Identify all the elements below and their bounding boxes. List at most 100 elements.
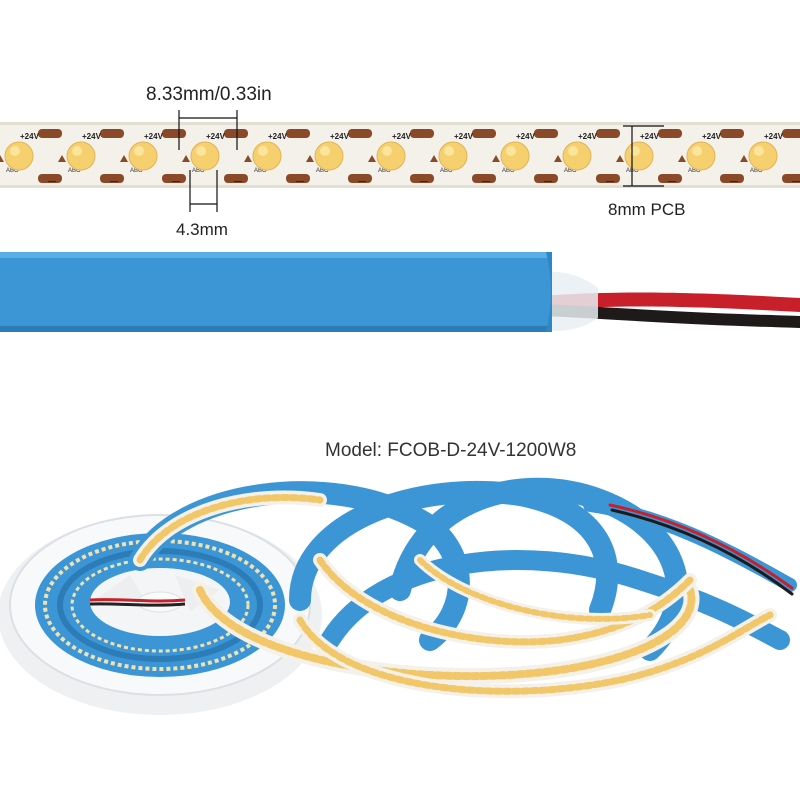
code-marking: ABO bbox=[440, 168, 453, 174]
voltage-marking: +24V bbox=[330, 132, 350, 141]
minus-marking: — bbox=[234, 177, 242, 186]
copper-pad bbox=[658, 129, 682, 138]
led-highlight bbox=[692, 146, 702, 156]
led-chip-icon bbox=[748, 141, 778, 171]
minus-marking: — bbox=[606, 177, 614, 186]
copper-pad bbox=[100, 174, 124, 183]
copper-pad bbox=[472, 174, 496, 183]
led-chip-icon bbox=[4, 141, 34, 171]
copper-pad bbox=[100, 129, 124, 138]
voltage-marking: +24V bbox=[392, 132, 412, 141]
led-highlight bbox=[258, 146, 268, 156]
copper-pad bbox=[410, 174, 434, 183]
led-highlight bbox=[506, 146, 516, 156]
cut-mark-icon bbox=[120, 155, 128, 162]
cut-mark-icon bbox=[58, 155, 66, 162]
copper-pad bbox=[224, 129, 248, 138]
copper-pad bbox=[782, 129, 800, 138]
led-chip-icon bbox=[314, 141, 344, 171]
code-marking: ABO bbox=[130, 168, 143, 174]
led-chip-icon bbox=[624, 141, 654, 171]
cut-mark-icon bbox=[430, 155, 438, 162]
copper-pad bbox=[534, 129, 558, 138]
minus-marking: — bbox=[544, 177, 552, 186]
silicone-sleeve bbox=[0, 252, 552, 332]
led-chip-icon bbox=[438, 141, 468, 171]
led-highlight bbox=[382, 146, 392, 156]
copper-pad bbox=[596, 174, 620, 183]
copper-pad bbox=[720, 174, 744, 183]
coiled-strips bbox=[129, 477, 797, 699]
voltage-marking: +24V bbox=[454, 132, 474, 141]
copper-pad bbox=[38, 129, 62, 138]
led-highlight bbox=[320, 146, 330, 156]
code-marking: ABO bbox=[564, 168, 577, 174]
minus-marking: — bbox=[420, 177, 428, 186]
voltage-marking: +24V bbox=[206, 132, 226, 141]
voltage-marking: +24V bbox=[20, 132, 40, 141]
pitch-label: 8.33mm/0.33in bbox=[146, 84, 272, 105]
voltage-marking: +24V bbox=[268, 132, 288, 141]
minus-marking: — bbox=[296, 177, 304, 186]
cut-mark-icon bbox=[182, 155, 190, 162]
led-highlight bbox=[72, 146, 82, 156]
led-highlight bbox=[196, 146, 206, 156]
copper-pad bbox=[472, 129, 496, 138]
copper-pad bbox=[410, 129, 434, 138]
copper-pad bbox=[286, 129, 310, 138]
voltage-marking: +24V bbox=[516, 132, 536, 141]
copper-pad bbox=[162, 129, 186, 138]
copper-pad bbox=[658, 174, 682, 183]
code-marking: ABO bbox=[6, 168, 19, 174]
led-chip-icon bbox=[66, 141, 96, 171]
wire-black bbox=[540, 304, 800, 328]
minus-marking: — bbox=[358, 177, 366, 186]
led-chip-icon bbox=[500, 141, 530, 171]
copper-pad bbox=[162, 174, 186, 183]
led-highlight bbox=[444, 146, 454, 156]
cut-mark-icon bbox=[244, 155, 252, 162]
cut-mark-icon bbox=[678, 155, 686, 162]
cut-mark-icon bbox=[0, 155, 4, 162]
cut-mark-icon bbox=[306, 155, 314, 162]
code-marking: ABO bbox=[750, 168, 763, 174]
minus-marking: — bbox=[48, 177, 56, 186]
cut-mark-icon bbox=[554, 155, 562, 162]
wire-red bbox=[540, 292, 800, 312]
minus-marking: — bbox=[730, 177, 738, 186]
voltage-marking: +24V bbox=[702, 132, 722, 141]
led-highlight bbox=[134, 146, 144, 156]
led-chip-icon bbox=[562, 141, 592, 171]
minus-marking: — bbox=[172, 177, 180, 186]
code-marking: ABO bbox=[254, 168, 267, 174]
minus-marking: — bbox=[482, 177, 490, 186]
led-chip-icon bbox=[376, 141, 406, 171]
led-highlight bbox=[754, 146, 764, 156]
sleeved-strip bbox=[0, 252, 800, 332]
pitch-dimension bbox=[178, 110, 238, 150]
led-highlight bbox=[10, 146, 20, 156]
voltage-marking: +24V bbox=[764, 132, 784, 141]
code-marking: ABO bbox=[68, 168, 81, 174]
pcb-width-label: 8mm PCB bbox=[608, 200, 686, 219]
led-chip-icon bbox=[252, 141, 282, 171]
cut-mark-icon bbox=[492, 155, 500, 162]
code-marking: ABO bbox=[316, 168, 329, 174]
copper-pad bbox=[782, 174, 800, 183]
led-chip-icon bbox=[686, 141, 716, 171]
pcb-dimension bbox=[623, 125, 664, 187]
copper-pad bbox=[720, 129, 744, 138]
minus-marking: — bbox=[110, 177, 118, 186]
led-highlight bbox=[568, 146, 578, 156]
led-chip-icon bbox=[128, 141, 158, 171]
voltage-marking: +24V bbox=[640, 132, 660, 141]
copper-pad bbox=[348, 129, 372, 138]
cut-mark-icon bbox=[616, 155, 624, 162]
minus-marking: — bbox=[668, 177, 676, 186]
code-marking: ABO bbox=[192, 168, 205, 174]
copper-pad bbox=[348, 174, 372, 183]
minus-marking: — bbox=[792, 177, 800, 186]
copper-pad bbox=[38, 174, 62, 183]
